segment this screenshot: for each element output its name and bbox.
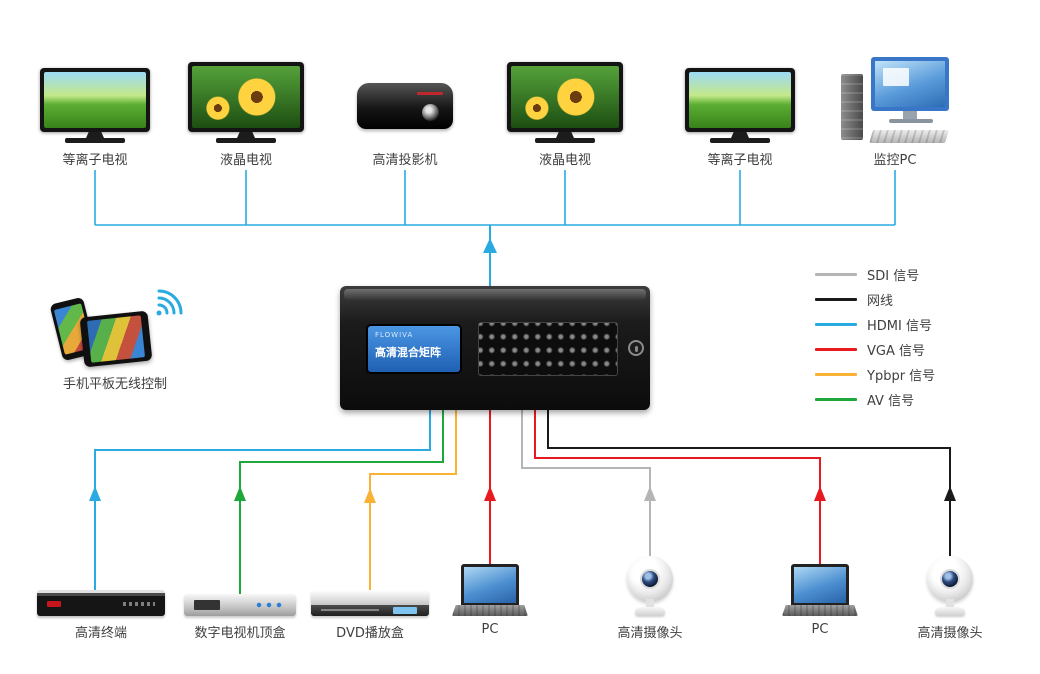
- matrix-ports-grid: [478, 322, 618, 376]
- legend-label: 网线: [867, 293, 894, 309]
- legend-label: HDMI 信号: [867, 318, 932, 334]
- legend-item-ypbpr: Ypbpr 信号: [815, 368, 935, 384]
- pc-keyboard: [869, 130, 949, 143]
- webcam-icon: [921, 554, 979, 616]
- device-monitor-pc: 监控PC: [835, 55, 955, 168]
- webcam-lens: [940, 569, 960, 589]
- set-top-box-icon: [184, 594, 296, 616]
- arrow-ypbpr-dvd: [364, 488, 376, 503]
- plasma-tv-icon: [40, 68, 150, 143]
- legend-item-hdmi: HDMI 信号: [815, 318, 935, 334]
- device-lcd-tv-1: 液晶电视: [186, 55, 306, 168]
- device-projector: 高清投影机: [350, 55, 460, 168]
- wire-av-settop: [239, 410, 444, 600]
- control-label: 手机平板无线控制: [62, 377, 167, 392]
- source-wires: [89, 410, 956, 600]
- device-label: 高清终端: [74, 626, 127, 641]
- device-hd-camera-2: 高清摄像头: [910, 552, 990, 641]
- projector-lens: [422, 104, 439, 121]
- arrow-hdmi-terminal: [89, 486, 101, 501]
- wifi-icon: [156, 289, 183, 316]
- lcd-tv-icon: [188, 62, 304, 143]
- legend-item-av: AV 信号: [815, 393, 935, 409]
- device-label: PC: [811, 622, 829, 637]
- legend-label: Ypbpr 信号: [867, 368, 936, 384]
- arrow-lan-camera2: [944, 486, 956, 501]
- legend-line-hdmi: [815, 322, 857, 326]
- matrix-screen: FLOWIVA 高清混合矩阵: [368, 326, 460, 372]
- desktop-pc-icon: [835, 57, 955, 143]
- device-label: 液晶电视: [538, 153, 591, 168]
- hd-terminal-icon: [37, 590, 165, 616]
- plasma-tv-icon: [685, 68, 795, 143]
- arrow-vga-pc1: [484, 486, 496, 501]
- device-label: 液晶电视: [219, 153, 272, 168]
- arrow-sdi-camera1: [644, 486, 656, 501]
- device-plasma-tv-2: 等离子电视: [680, 55, 800, 168]
- device-label: PC: [481, 622, 499, 637]
- arrow-av-settop: [234, 486, 246, 501]
- arrow-vga-pc2: [814, 486, 826, 501]
- matrix-lock-icon: [628, 340, 644, 356]
- webcam-lens: [640, 569, 660, 589]
- device-dvd-player: DVD播放盒: [310, 552, 430, 641]
- tablet-icon: [79, 310, 153, 368]
- dvd-player-icon: [311, 590, 429, 616]
- legend-line-lan: [815, 297, 857, 301]
- legend-item-vga: VGA 信号: [815, 343, 935, 359]
- legend-line-vga: [815, 347, 857, 351]
- hd-hybrid-matrix: FLOWIVA 高清混合矩阵: [340, 286, 650, 410]
- device-laptop-pc-1: PC: [450, 552, 530, 637]
- legend-label: VGA 信号: [867, 343, 925, 359]
- matrix-brand: FLOWIVA: [375, 331, 414, 339]
- projector-icon: [357, 83, 453, 129]
- device-label: 等离子电视: [707, 153, 773, 168]
- device-hd-camera-1: 高清摄像头: [610, 552, 690, 641]
- device-label: 监控PC: [873, 153, 917, 168]
- device-label: 等离子电视: [62, 153, 128, 168]
- device-laptop-pc-2: PC: [780, 552, 860, 637]
- device-label: 高清摄像头: [617, 626, 683, 641]
- device-plasma-tv-1: 等离子电视: [35, 55, 155, 168]
- pc-tower: [841, 74, 863, 140]
- device-lcd-tv-2: 液晶电视: [505, 55, 625, 168]
- device-label: 高清投影机: [372, 153, 438, 168]
- legend-label: SDI 信号: [867, 268, 920, 284]
- hdmi-output-bus: [94, 170, 896, 286]
- laptop-icon: [782, 564, 858, 616]
- wire-ypbpr-dvd: [369, 410, 457, 600]
- laptop-icon: [452, 564, 528, 616]
- legend-line-ypbpr: [815, 372, 857, 376]
- device-label: DVD播放盒: [336, 626, 404, 641]
- wire-hdmi-terminal: [94, 410, 431, 600]
- wire-vga-pc2: [534, 410, 821, 580]
- legend-item-sdi: SDI 信号: [815, 268, 935, 284]
- matrix-model-label: 高清混合矩阵: [375, 346, 441, 359]
- webcam-icon: [621, 554, 679, 616]
- wire-lan-camera2: [547, 410, 951, 580]
- legend-item-lan: 网线: [815, 293, 935, 309]
- legend-label: AV 信号: [867, 393, 915, 409]
- lcd-tv-icon: [507, 62, 623, 143]
- device-label: 数字电视机顶盒: [194, 626, 286, 641]
- signal-legend: SDI 信号 网线 HDMI 信号 VGA 信号 Ypbpr 信号 AV 信号: [815, 268, 935, 418]
- device-label: 高清摄像头: [917, 626, 983, 641]
- device-hd-terminal: 高清终端: [36, 552, 166, 641]
- wire-sdi-camera1: [521, 410, 651, 580]
- device-set-top-box: 数字电视机顶盒: [175, 552, 305, 641]
- wireless-control-group: 手机平板无线控制: [49, 289, 183, 392]
- arrow-up-to-displays: [483, 238, 497, 253]
- pc-monitor: [871, 57, 949, 111]
- legend-line-sdi: [815, 272, 857, 276]
- legend-line-av: [815, 397, 857, 401]
